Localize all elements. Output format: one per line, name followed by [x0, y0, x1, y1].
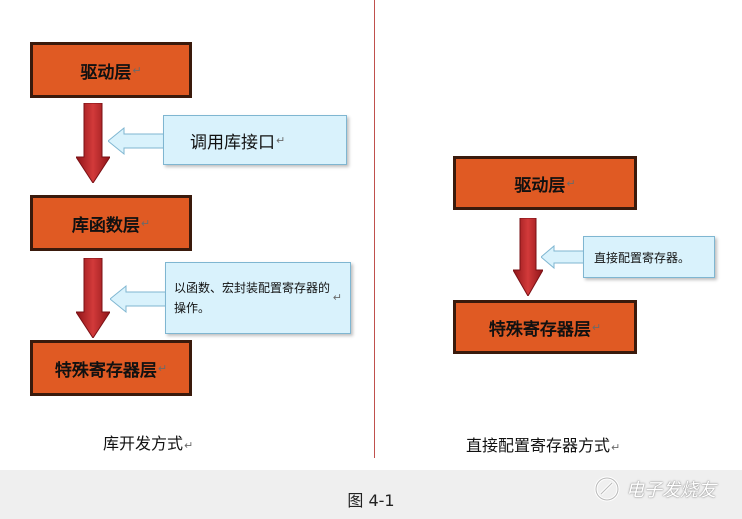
left-library-layer: 库函数层↵ — [30, 195, 192, 251]
paragraph-mark-icon: ↵ — [132, 63, 142, 77]
down-arrow-1 — [76, 103, 110, 183]
right-special-register-layer-label: 特殊寄存器层 — [488, 319, 591, 340]
left-driver-layer: 驱动层↵ — [30, 42, 192, 98]
right-note: 直接配置寄存器。 — [583, 236, 715, 278]
left-caption-text: 库开发方式 — [103, 434, 184, 453]
right-special-register-layer: 特殊寄存器层↵ — [453, 300, 637, 354]
left-note-2: 以函数、宏封装配置寄存器的操作。↵ — [165, 262, 351, 334]
left-note-1-text: 调用库接口 — [190, 132, 275, 153]
paragraph-mark-icon: ↵ — [184, 439, 194, 452]
watermark-text: 电子发烧友 — [626, 480, 716, 501]
down-arrow-3 — [513, 218, 543, 296]
diagram-canvas: 驱动层↵ 调用库接口↵ 库函数层↵ 以函数、宏封装配置寄存器的操作。↵ 特殊寄存… — [30, 0, 715, 458]
left-arrow-2 — [110, 284, 166, 314]
left-library-layer-label: 库函数层 — [71, 215, 140, 236]
right-caption: 直接配置寄存器方式↵ — [466, 432, 620, 456]
paragraph-mark-icon: ↵ — [140, 216, 151, 230]
left-special-register-layer-label: 特殊寄存器层 — [54, 360, 157, 381]
paragraph-mark-icon: ↵ — [591, 320, 602, 334]
left-arrow-3 — [541, 244, 585, 270]
left-caption: 库开发方式↵ — [103, 430, 193, 454]
paragraph-mark-icon: ↵ — [276, 133, 286, 147]
down-arrow-2 — [76, 258, 110, 338]
paragraph-mark-icon: ↵ — [332, 291, 342, 304]
watermark-logo-icon — [594, 476, 620, 502]
left-special-register-layer: 特殊寄存器层↵ — [30, 340, 192, 396]
paragraph-mark-icon: ↵ — [566, 176, 576, 190]
paragraph-mark-icon: ↵ — [611, 441, 621, 454]
figure-footer — [0, 470, 742, 519]
right-caption-text: 直接配置寄存器方式 — [466, 436, 611, 455]
site-watermark: 电子发烧友 — [592, 470, 737, 508]
paragraph-mark-icon: ↵ — [157, 361, 168, 375]
left-arrow-1 — [108, 126, 164, 156]
figure-label: 图 4-1 — [347, 491, 395, 510]
left-note-1: 调用库接口↵ — [163, 115, 347, 165]
column-divider — [374, 0, 375, 458]
left-driver-layer-label: 驱动层 — [80, 62, 132, 83]
right-driver-layer-label: 驱动层 — [514, 175, 566, 196]
left-note-2-text: 以函数、宏封装配置寄存器的操作。 — [174, 281, 331, 315]
right-note-text: 直接配置寄存器。 — [594, 250, 691, 265]
right-driver-layer: 驱动层↵ — [453, 156, 637, 210]
